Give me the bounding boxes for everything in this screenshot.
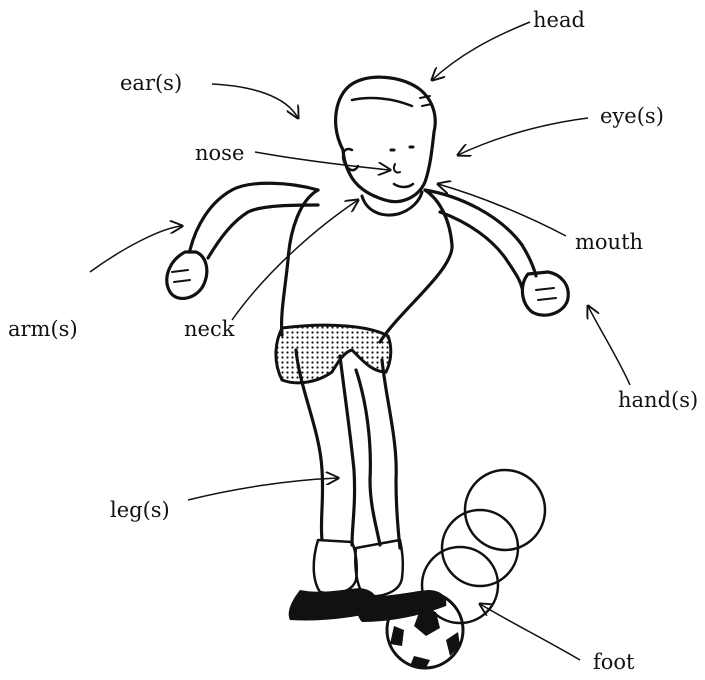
arrow-head — [432, 22, 530, 80]
hand-right — [522, 272, 568, 315]
arrow-neck — [232, 200, 358, 320]
leg-right — [356, 360, 400, 548]
arrow-nose — [255, 152, 390, 170]
label-mouth: mouth — [575, 232, 643, 253]
mouth-line — [394, 184, 413, 187]
label-hands: hand(s) — [618, 390, 698, 411]
arrow-legs — [188, 478, 338, 500]
label-neck: neck — [184, 319, 234, 340]
label-head: head — [533, 10, 585, 31]
torso — [282, 190, 453, 342]
arrow-hands — [588, 306, 630, 385]
label-ears: ear(s) — [120, 73, 182, 94]
hand-left — [167, 252, 207, 298]
label-nose: nose — [195, 143, 244, 164]
label-eyes: eye(s) — [600, 106, 664, 127]
label-foot: foot — [593, 652, 635, 673]
sock-left — [314, 540, 357, 594]
arm-right — [425, 190, 536, 288]
nose-line — [394, 164, 400, 173]
arrow-ears — [212, 84, 298, 118]
sock-right — [355, 540, 403, 596]
label-legs: leg(s) — [110, 500, 170, 521]
hair-line — [352, 98, 412, 106]
head-outline — [336, 77, 436, 201]
arrow-foot — [480, 604, 580, 660]
arrow-eyes — [458, 118, 588, 155]
shorts — [276, 325, 391, 383]
arrow-mouth — [438, 184, 566, 236]
arrow-arms — [90, 226, 182, 272]
label-arms: arm(s) — [8, 319, 78, 340]
